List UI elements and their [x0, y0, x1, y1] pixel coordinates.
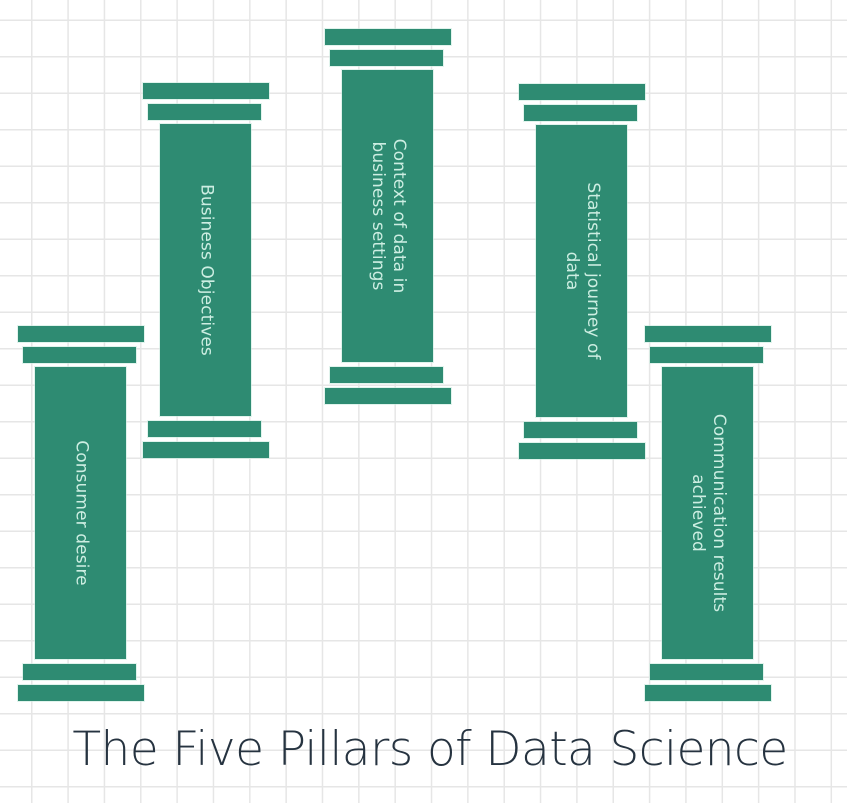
pillar-label: Context of data in business settings	[367, 139, 409, 294]
pillar-base-top	[330, 367, 443, 383]
pillar-label-line-1: Context of data in	[388, 138, 409, 294]
pillar-label-line-2: business settings	[367, 141, 388, 291]
pillar-capital-bottom	[148, 104, 261, 120]
pillar-capital-bottom	[650, 347, 763, 363]
pillar-label-line-2: data	[561, 251, 582, 291]
diagram-title: The Five Pillars of Data Science	[72, 722, 788, 777]
pillar-statistical-journey: Statistical journey of data	[519, 84, 645, 460]
pillar-shaft: Context of data in business settings	[342, 70, 433, 362]
pillar-shaft: Communication results achieved	[662, 367, 753, 659]
pillar-base-bottom	[18, 685, 144, 701]
pillar-capital-bottom	[23, 347, 136, 363]
pillar-label: Communication results achieved	[687, 414, 729, 612]
pillar-label: Consumer desire	[70, 440, 91, 586]
pillar-capital-top	[645, 326, 771, 342]
pillar-base-bottom	[519, 443, 645, 459]
pillar-label: Business Objectives	[195, 184, 216, 356]
pillar-consumer-desire: Consumer desire	[18, 326, 144, 702]
pillar-label-line-1: Consumer desire	[71, 440, 91, 586]
pillar-capital-top	[18, 326, 144, 342]
pillar-shaft: Statistical journey of data	[536, 125, 627, 417]
pillar-base-top	[23, 664, 136, 680]
pillar-label-line-1: Statistical journey of	[582, 182, 603, 360]
pillar-label-line-2: achieved	[687, 474, 708, 552]
pillar-capital-top	[519, 84, 645, 100]
pillar-business-objectives: Business Objectives	[143, 83, 269, 459]
pillar-base-top	[148, 421, 261, 437]
pillar-label: Statistical journey of data	[561, 182, 603, 359]
pillar-shaft: Business Objectives	[160, 124, 251, 416]
pillar-base-top	[650, 664, 763, 680]
pillar-label-line-1: Business Objectives	[196, 184, 216, 356]
pillar-capital-top	[325, 29, 451, 45]
pillar-capital-bottom	[524, 105, 637, 121]
pillar-base-top	[524, 422, 637, 438]
pillar-context-of-data: Context of data in business settings	[325, 29, 451, 405]
pillar-base-bottom	[143, 442, 269, 458]
pillar-shaft: Consumer desire	[35, 367, 126, 659]
pillar-communication-results: Communication results achieved	[645, 326, 771, 702]
pillar-base-bottom	[645, 685, 771, 701]
pillar-capital-bottom	[330, 50, 443, 66]
pillar-capital-top	[143, 83, 269, 99]
pillar-label-line-1: Communication results	[708, 413, 729, 613]
pillar-base-bottom	[325, 388, 451, 404]
